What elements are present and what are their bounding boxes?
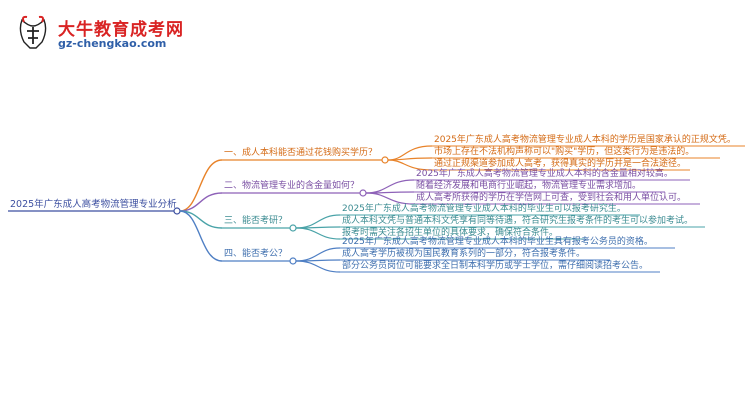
leaf-2-1-connector [365, 179, 415, 194]
leaf-2-1[interactable]: 2025年广东成人高考物流管理专业成人本科的含金量相对较高。 [416, 169, 673, 179]
branch-3-label[interactable]: 三、能否考研？ [224, 216, 288, 226]
leaf-3-1-connector [295, 214, 341, 229]
leaf-3-1[interactable]: 2025年广东成人高考物流管理专业成人本科的毕业生可以报考研究生。 [342, 204, 626, 214]
leaf-2-3-connector [365, 192, 415, 205]
leaf-4-3[interactable]: 部分公务员岗位可能要求全日制本科学历或学士学位，需仔细阅读招考公告。 [342, 261, 649, 271]
branch-2-connector [179, 192, 223, 212]
branch-1-dot [381, 156, 389, 164]
branch-4-label[interactable]: 四、能否考公？ [224, 249, 288, 259]
leaf-2-2[interactable]: 随着经济发展和电商行业崛起，物流管理专业需求增加。 [416, 181, 642, 191]
logo-url: gz-chengkao.com [58, 37, 167, 50]
logo-title: 大牛教育成考网 [58, 20, 184, 40]
leaf-4-3-connector [295, 260, 341, 273]
leaf-3-2[interactable]: 成人本科文凭与普通本科文凭享有同等待遇，符合研究生报考条件的考生可以参加考试。 [342, 216, 694, 226]
branch-1-label[interactable]: 一、成人本科能否通过花钱购买学历？ [224, 148, 378, 158]
leaf-4-2[interactable]: 成人高考学历被视为国民教育系列的一部分，符合报考条件。 [342, 249, 586, 259]
leaf-1-2[interactable]: 市场上存在不法机构声称可以"购买"学历，但这类行为是违法的。 [434, 147, 695, 157]
site-logo[interactable]: 大牛教育成考网 gz-chengkao.com [18, 14, 238, 54]
leaf-2-3[interactable]: 成人高考所获得的学历在学信网上可查，受到社会和用人单位认可。 [416, 193, 687, 203]
leaf-1-3[interactable]: 通过正规渠道参加成人高考，获得真实的学历并是一合法途径。 [434, 159, 687, 169]
leaf-1-3-connector [387, 159, 433, 171]
root-topic[interactable]: 2025年广东成人高考物流管理专业分析 [10, 199, 177, 210]
leaf-4-1-connector [295, 247, 341, 262]
leaf-3-3-connector [295, 227, 341, 240]
leaf-4-1[interactable]: 2025年广东成人高考物流管理专业成人本科的毕业生具有报考公务员的资格。 [342, 237, 653, 247]
branch-2-label[interactable]: 二、物流管理专业的含金量如何？ [224, 181, 360, 191]
branch-4-connector [179, 210, 223, 262]
branch-2-dot [359, 189, 367, 197]
bull-logo-icon [19, 15, 47, 49]
leaf-3-3[interactable]: 报考时需关注各招生单位的具体要求，确保符合条件。 [342, 228, 559, 238]
branch-3-dot [289, 224, 297, 232]
branch-1-connector [179, 159, 223, 212]
branch-4-dot [289, 257, 297, 265]
leaf-1-1[interactable]: 2025年广东成人高考物流管理专业成人本科的学历是国家承认的正规文凭。 [434, 135, 736, 145]
